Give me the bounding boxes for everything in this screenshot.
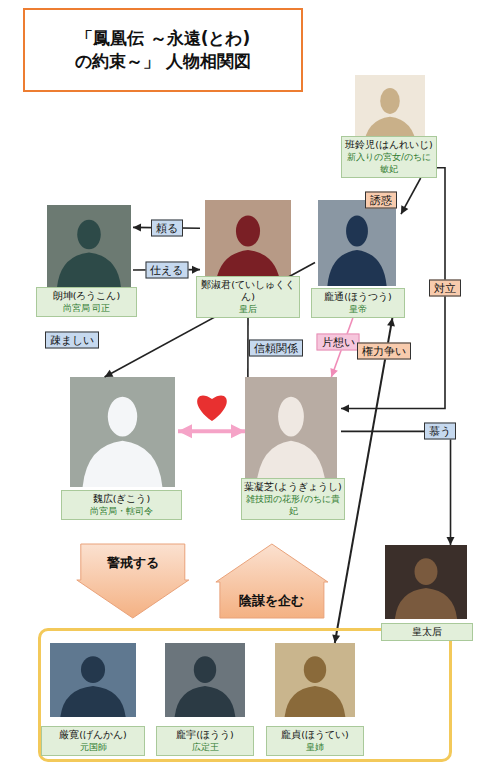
relation-arrow [105,263,315,377]
relation-arrow [178,424,245,438]
name-plate: 皇太后 [381,623,473,641]
portrait [205,200,291,286]
character-role: 尚宮局 司正 [38,302,135,314]
character-card: 鄭淑君(ていしゅくくん)皇后 [200,200,296,318]
relation-arrow [341,431,455,545]
portrait [385,545,467,619]
portrait [245,377,337,487]
character-card: 班鈴児(はんれいじ)新入りの宮女/のちに敏妃 [345,75,433,178]
character-name: 葉凝芝(ようぎょうし) [243,481,343,493]
character-name: 鄭淑君(ていしゅくくん) [198,279,298,303]
character-role: 皇姉 [268,741,362,753]
block-arrow-shape [77,544,189,618]
relation-label: 慕う [424,423,456,440]
arrow-head [330,368,338,377]
relation-label: 頼る [151,219,183,236]
name-plate: 厳寛(げんかん)元国師 [41,726,145,756]
relation-label: 誘惑 [365,192,397,209]
arrow-head [447,537,455,545]
character-card: 龐貞(ほうてい)皇姉 [270,643,360,756]
character-card: 皇太后 [385,545,469,641]
character-role: 尚宮局・轄司令 [63,505,180,517]
character-name: 皇太后 [383,626,471,638]
portrait [275,643,355,717]
character-name: 魏広(ぎこう) [63,493,180,505]
character-name: 朗坤(ろうこん) [38,290,135,302]
character-card: 魏広(ぎこう)尚宮局・轄司令 [65,377,178,520]
character-name: 龐貞(ほうてい) [268,729,362,741]
character-role: 雑技団の花形/のちに貴妃 [243,493,343,517]
portrait [165,643,245,717]
name-plate: 班鈴児(はんれいじ)新入りの宮女/のちに敏妃 [341,136,437,178]
character-name: 厳寛(げんかん) [43,729,143,741]
arrow-head [105,370,114,377]
relation-label: 片想い [317,333,360,350]
name-plate: 朗坤(ろうこん)尚宮局 司正 [36,287,137,317]
portrait [318,200,396,286]
group-box: 厳寛(げんかん)元国師龐宇(ほうう)広定王龐貞(ほうてい)皇姉 [38,628,452,762]
connector-line [401,178,421,214]
character-name: 班鈴児(はんれいじ) [343,139,435,151]
arrow-head [178,424,192,438]
character-role: 皇后 [198,303,298,315]
heart-symbol [197,395,227,421]
relation-label: 疎ましい [45,331,99,348]
block-arrow-shape [216,544,328,618]
block-arrow [77,544,189,618]
name-plate: 龐宇(ほうう)広定王 [156,726,254,756]
relation-label: 権力争い [357,343,411,360]
name-plate: 龐貞(ほうてい)皇姉 [266,726,364,756]
relation-arrow [401,178,421,214]
arrow-head [231,424,245,438]
portrait [50,643,136,717]
name-plate: 鄭淑君(ていしゅくくん)皇后 [196,276,300,318]
title-frame: 「鳳凰伝 ～永遠(とわ)の約束～」 人物相関図 [23,8,303,92]
arrow-head [387,318,395,327]
relation-label: 仕える [145,261,188,278]
character-card: 厳寛(げんかん)元国師 [45,643,141,756]
arrow-head [332,634,340,643]
character-role: 皇帝 [313,303,403,315]
character-role: 新入りの宮女/のちに敏妃 [343,151,435,175]
connector-line [341,431,451,545]
relation-label: 信頼関係 [249,339,303,356]
character-card: 葉凝芝(ようぎょうし)雑技団の花形/のちに貴妃 [245,377,341,520]
name-plate: 葉凝芝(ようぎょうし)雑技団の花形/のちに貴妃 [241,478,345,520]
name-plate: 龐通(ほうつう)皇帝 [311,288,405,318]
arrow-label: 警戒する [107,556,159,569]
portrait [70,377,175,487]
character-role: 元国師 [43,741,143,753]
arrow-head [401,205,408,214]
character-name: 龐通(ほうつう) [313,291,403,303]
diagram-title: 「鳳凰伝 ～永遠(とわ)の約束～」 人物相関図 [53,27,273,73]
character-card: 龐宇(ほうう)広定王 [160,643,250,756]
connector-line [105,263,315,377]
relation-label: 対立 [429,280,461,297]
character-name: 龐宇(ほうう) [158,729,252,741]
arrow-head [133,224,141,232]
character-role: 広定王 [158,741,252,753]
character-card: 朗坤(ろうこん)尚宮局 司正 [40,205,133,317]
portrait [47,205,131,287]
arrow-head [192,266,200,274]
name-plate: 魏広(ぎこう)尚宮局・轄司令 [61,490,182,520]
character-card: 龐通(ほうつう)皇帝 [315,200,401,318]
block-arrow [216,544,328,618]
arrow-label: 陰謀を企む [239,594,304,607]
arrow-head [341,404,349,412]
